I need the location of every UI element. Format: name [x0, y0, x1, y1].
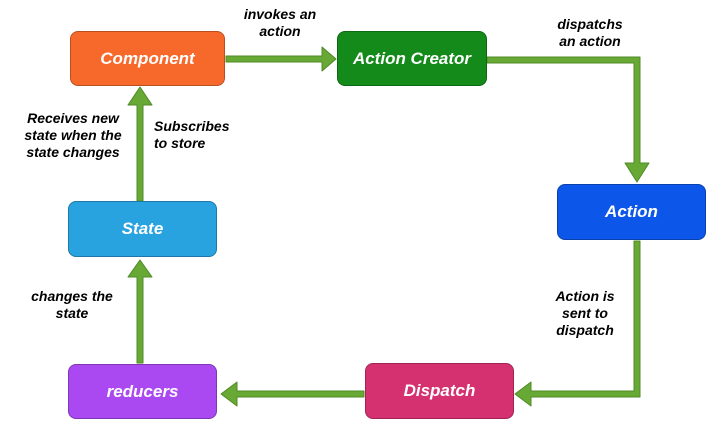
changes-state-label: changes the state — [31, 288, 113, 321]
arrow-action-to-dispatch — [514, 240, 641, 407]
arrow-action-creator-to-action — [486, 56, 650, 183]
dispatch-node: Dispatch — [365, 363, 514, 419]
arrow-dispatch-to-reducers — [220, 381, 365, 407]
receives-new-state-label: Receives new state when the state change… — [24, 110, 122, 160]
action-node: Action — [557, 184, 706, 240]
subscribes-to-store-label: Subscribes to store — [154, 118, 230, 151]
action-creator-node: Action Creator — [337, 31, 487, 86]
reducers-node: reducers — [68, 364, 217, 419]
component-node: Component — [70, 31, 225, 86]
arrow-state-to-component — [127, 86, 153, 202]
state-node: State — [68, 201, 217, 257]
invokes-action-label: invokes an action — [243, 6, 317, 39]
arrow-reducers-to-state — [127, 259, 153, 364]
dispatchs-action-label: dispatchs an action — [557, 16, 623, 49]
action-creator-label: Action Creator — [352, 48, 472, 68]
dispatch-label: Dispatch — [403, 381, 476, 400]
arrow-component-to-action-creator — [225, 46, 337, 72]
component-label: Component — [100, 48, 195, 68]
reducers-label: reducers — [106, 381, 179, 401]
state-label: State — [121, 219, 164, 238]
action-sent-to-dispatch-label: Action is sent to dispatch — [555, 288, 615, 338]
action-label: Action — [605, 202, 658, 221]
